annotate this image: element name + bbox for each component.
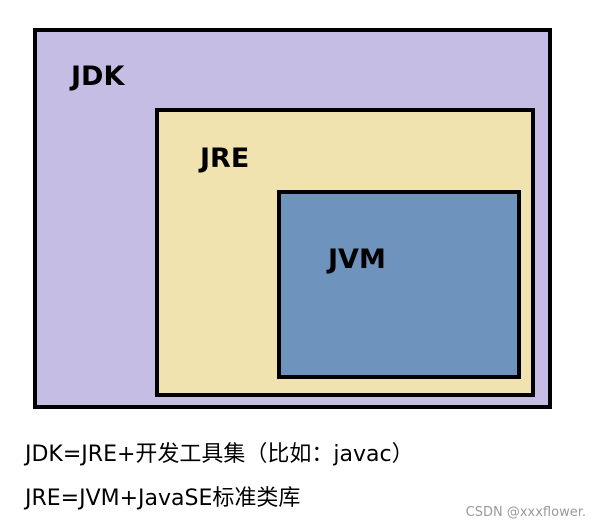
watermark: CSDN @xxxflower. [465, 505, 586, 520]
caption-jre-definition: JRE=JVM+JavaSE标准类库 [25, 486, 301, 511]
jdk-box: JDK JRE JVM [33, 28, 552, 409]
caption-jdk-definition: JDK=JRE+开发工具集（比如：javac） [25, 442, 414, 467]
jdk-label: JDK [71, 61, 125, 92]
jre-box: JRE JVM [155, 108, 535, 397]
jvm-label: JVM [328, 244, 386, 275]
jvm-box: JVM [277, 190, 521, 379]
jre-label: JRE [200, 143, 250, 174]
